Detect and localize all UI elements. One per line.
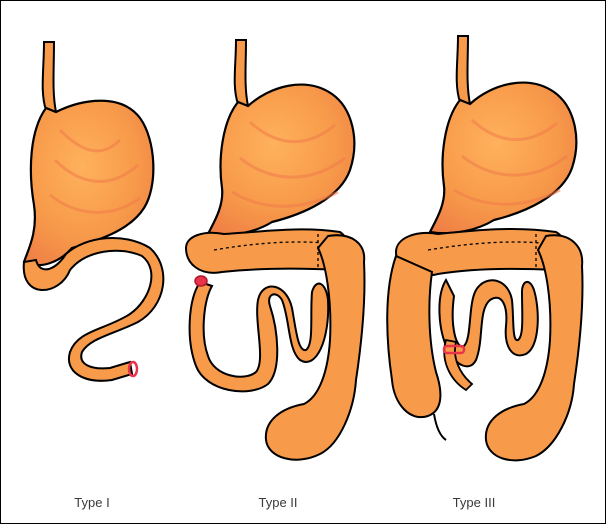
caption-type-3: Type III (453, 495, 496, 510)
caption-type-1: Type I (74, 495, 109, 510)
esophagus-3 (457, 36, 470, 104)
panel-type-1 (24, 42, 164, 381)
panel-type-3 (387, 36, 582, 460)
stomach-2 (208, 85, 354, 236)
panel-type-2 (186, 40, 365, 460)
small-intestine-loops-2 (190, 282, 329, 391)
stomach-3 (430, 83, 576, 234)
caption-type-2: Type II (258, 495, 297, 510)
esophagus-2 (235, 40, 248, 106)
esophagus-1 (43, 42, 56, 112)
red-ring-marker-1 (129, 362, 137, 376)
ascending-colon-3 (387, 256, 440, 417)
red-marker-2 (195, 276, 207, 286)
